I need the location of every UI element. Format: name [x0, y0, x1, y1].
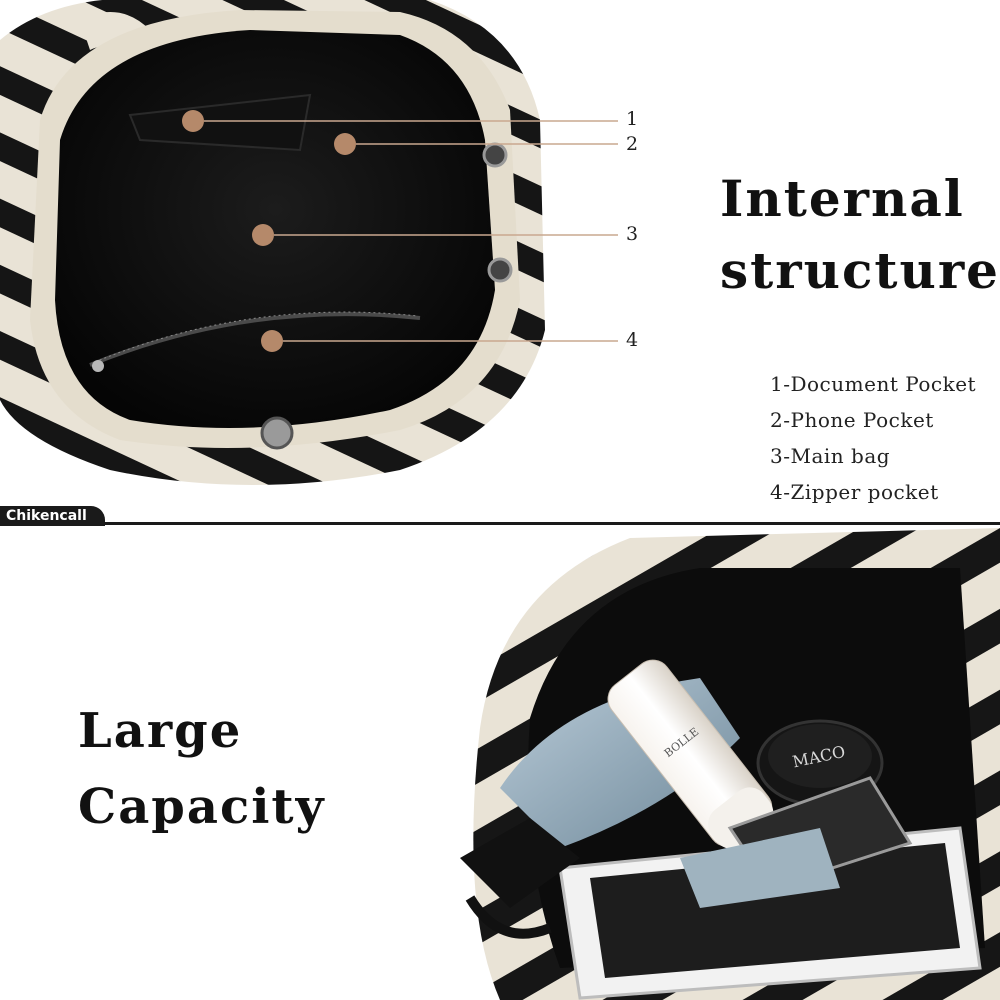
heading-line-1: Large — [78, 703, 243, 759]
legend-item-zipper-pocket: 4-Zipper pocket — [770, 480, 939, 504]
callout-4-number: 4 — [626, 329, 639, 351]
bag-contents-photo: BOLLE MACO — [460, 528, 1000, 1000]
brand-label: Chikencall — [0, 506, 105, 526]
tablet-screen — [590, 843, 960, 978]
callout-1-number: 1 — [626, 108, 639, 130]
bag-handle — [80, 12, 150, 60]
zipper-pull — [92, 360, 104, 372]
umbrella-strap — [465, 895, 552, 939]
bag-interior-photo — [0, 0, 618, 485]
callout-2-number: 2 — [626, 133, 639, 155]
card-wallet — [680, 828, 840, 908]
internal-structure-heading: Internal structure — [720, 163, 1000, 307]
large-capacity-panel: Large Capacity — [0, 528, 1000, 1000]
heading-line-2: Capacity — [78, 779, 326, 835]
callout-3-marker — [252, 224, 618, 246]
internal-structure-panel: 1 2 3 4 Internal structure 1-Document Po… — [0, 0, 1000, 510]
callout-3-number: 3 — [626, 223, 639, 245]
section-divider — [0, 522, 1000, 525]
pocket-legend: 1-Document Pocket 2-Phone Pocket 3-Main … — [770, 366, 976, 510]
zipper — [89, 312, 421, 367]
document-pocket — [128, 93, 312, 152]
heading-line-1: Internal — [720, 169, 965, 228]
legend-item-main-bag: 3-Main bag — [770, 444, 891, 468]
bag-interior — [55, 30, 495, 428]
eyelet — [487, 257, 513, 283]
legend-item-phone-pocket: 2-Phone Pocket — [770, 408, 934, 432]
callout-2-marker — [334, 133, 618, 155]
eyelet — [482, 142, 508, 168]
callout-4-marker — [261, 330, 618, 352]
large-capacity-heading: Large Capacity — [78, 693, 326, 845]
umbrella-handle — [460, 818, 580, 908]
legend-item-document-pocket: 1-Document Pocket — [770, 372, 977, 396]
zipper-teeth — [94, 311, 419, 363]
magnetic-snap — [260, 416, 294, 450]
heading-line-2: structure — [720, 241, 1000, 300]
callout-1-marker — [182, 110, 618, 132]
